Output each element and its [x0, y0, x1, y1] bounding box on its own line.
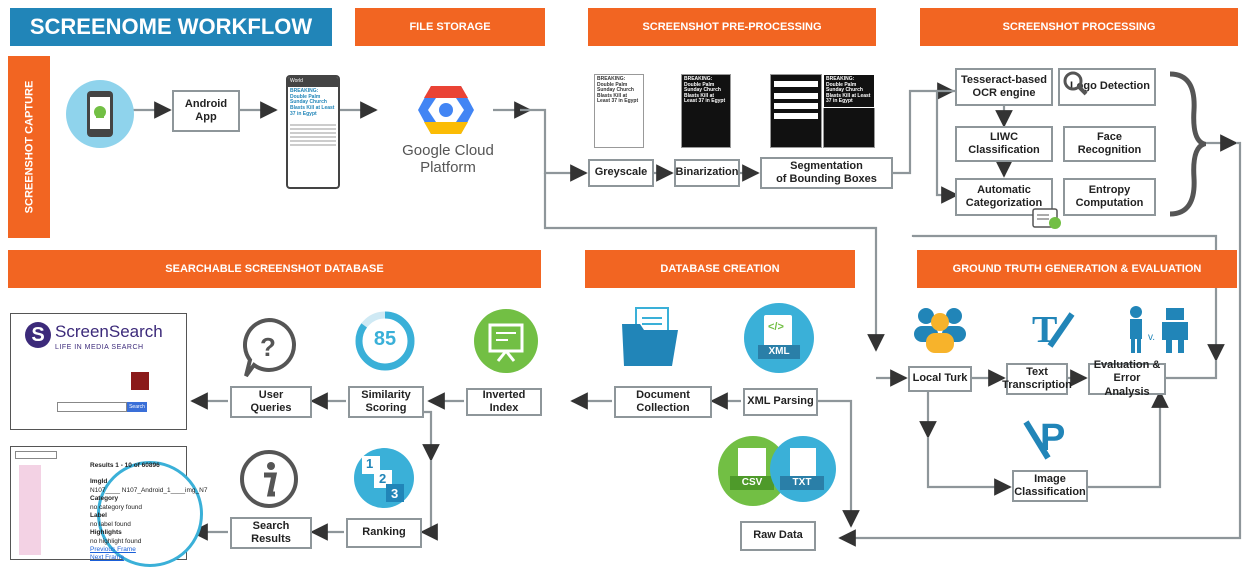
search-results-box: Search Results — [230, 517, 312, 549]
imgid-label: ImgId — [90, 478, 108, 486]
xml-label: XML — [758, 345, 800, 359]
greyscale-box: Greyscale — [588, 159, 654, 187]
highlights-label: Highlights — [90, 529, 122, 537]
binarization-thumbnail: BREAKING: Double Palm Sunday Church Blas… — [681, 74, 731, 148]
raw-data-box: Raw Data — [740, 521, 816, 551]
ground-truth-banner: GROUND TRUTH GENERATION & EVALUATION — [917, 250, 1237, 288]
document-collection-box: Document Collection — [614, 386, 712, 418]
segmentation-thumbnail-2: BREAKING: Double Palm Sunday Church Blas… — [823, 74, 875, 148]
binarization-box: Binarization — [674, 159, 740, 187]
image-pen-icon: P — [1022, 414, 1074, 464]
category-value: no category found — [90, 503, 143, 511]
screensearch-logo-icon: S — [25, 322, 51, 348]
score-value: 85 — [373, 328, 397, 350]
face-recognition-box: Face Recognition — [1063, 126, 1156, 162]
ocr-engine-box: Tesseract-based OCR engine — [955, 68, 1053, 106]
csv-label: CSV — [730, 476, 774, 490]
user-queries-box: User Queries — [230, 386, 312, 418]
segmentation-thumbnail-1 — [770, 74, 822, 148]
db-creation-banner: DATABASE CREATION — [585, 250, 855, 288]
processing-banner: SCREENSHOT PROCESSING — [920, 8, 1238, 46]
search-input[interactable] — [57, 402, 127, 412]
greyscale-thumb-text: BREAKING: Double Palm Sunday Church Blas… — [597, 76, 639, 104]
file-storage-banner: FILE STORAGE — [355, 8, 545, 46]
folder-icon — [620, 306, 680, 368]
phone-header: World — [288, 77, 338, 87]
ranking-3: 3 — [391, 486, 399, 501]
curly-brace-icon — [1166, 70, 1212, 218]
score-gauge-icon: 85 — [354, 310, 416, 372]
preprocessing-banner: SCREENSHOT PRE-PROCESSING — [588, 8, 876, 46]
university-seal-icon — [131, 372, 149, 390]
txt-label: TXT — [780, 476, 824, 490]
previous-frame-link[interactable]: Previous Frame — [90, 545, 136, 553]
question-bubble-icon: ? — [240, 316, 298, 380]
human-vs-robot-icon: v. — [1124, 304, 1190, 354]
ranking-box: Ranking — [346, 518, 422, 548]
capture-banner-label: SCREENSHOT CAPTURE — [23, 80, 35, 214]
workflow-title: SCREENOME WORKFLOW — [10, 8, 332, 46]
xml-parsing-box: XML Parsing — [743, 388, 818, 416]
gcp-label: Google Cloud Platform — [402, 142, 494, 176]
search-results-screenshot — [10, 446, 203, 567]
liwc-box: LIWC Classification — [955, 126, 1053, 162]
phone-headline: BREAKING: Double Palm Sunday Church Blas… — [290, 87, 335, 117]
segmentation-thumb-text: BREAKING: Double Palm Sunday Church Blas… — [823, 74, 875, 108]
txt-file-icon: TXT — [770, 436, 836, 502]
logo-detection-box: Logo Detection — [1058, 68, 1156, 106]
category-label: Category — [90, 495, 119, 503]
evaluation-box: Evaluation & Error Analysis — [1088, 359, 1166, 398]
label-value: no label found — [90, 520, 131, 528]
svg-text:?: ? — [260, 332, 276, 362]
ranking-2: 2 — [379, 471, 387, 486]
searchable-db-banner: SEARCHABLE SCREENSHOT DATABASE — [8, 250, 541, 288]
capture-banner: SCREENSHOT CAPTURE — [8, 56, 50, 238]
xml-file-icon: </> XML — [744, 303, 814, 373]
text-transcription-box: Text Transcription — [1002, 363, 1072, 395]
inverted-index-icon — [474, 309, 538, 373]
magnifier-icon — [1062, 70, 1088, 96]
screensearch-name: ScreenSearch — [55, 322, 163, 341]
android-phone-icon — [66, 80, 134, 148]
logo-detection-label: Logo Detection — [1069, 80, 1150, 93]
android-app-box: Android App — [172, 90, 240, 132]
image-classification-box: Image Classification — [1012, 470, 1088, 502]
search-button[interactable]: Search — [127, 402, 147, 412]
id-card-icon — [1032, 206, 1062, 230]
greyscale-thumbnail: BREAKING: Double Palm Sunday Church Blas… — [594, 74, 644, 148]
gcp-logo-icon — [416, 82, 476, 138]
result-count: Results 1 - 10 of 60896 — [90, 462, 160, 469]
binarization-thumb-text: BREAKING: Double Palm Sunday Church Blas… — [684, 76, 726, 104]
entropy-box: Entropy Computation — [1063, 178, 1156, 216]
label-label: Label — [90, 512, 107, 520]
people-icon — [910, 302, 970, 354]
inverted-index-box: Inverted Index — [466, 388, 542, 416]
similarity-scoring-box: Similarity Scoring — [348, 386, 424, 418]
result-detail-panel: Results 1 - 10 of 60896 ImgId N107____ N… — [90, 462, 220, 582]
svg-text:v.: v. — [1148, 332, 1155, 343]
screensearch-screenshot: S ScreenSearch LIFE IN MEDIA SEARCH Sear… — [10, 313, 187, 430]
imgid-value: N107____ N107_Android_1____img_N7 — [90, 486, 208, 494]
screensearch-tagline: LIFE IN MEDIA SEARCH — [55, 344, 144, 351]
ranking-icon: 1 2 3 — [352, 446, 416, 510]
ranking-1: 1 — [366, 456, 374, 471]
segmentation-box: Segmentation of Bounding Boxes — [760, 157, 893, 189]
info-icon — [238, 448, 300, 510]
local-turk-box: Local Turk — [908, 366, 972, 392]
text-pen-icon: T — [1030, 306, 1076, 354]
next-frame-link[interactable]: Next Frame — [90, 554, 124, 562]
highlights-value: no highlight found — [90, 537, 142, 545]
phone-screenshot: World BREAKING: Double Palm Sunday Churc… — [286, 75, 340, 189]
